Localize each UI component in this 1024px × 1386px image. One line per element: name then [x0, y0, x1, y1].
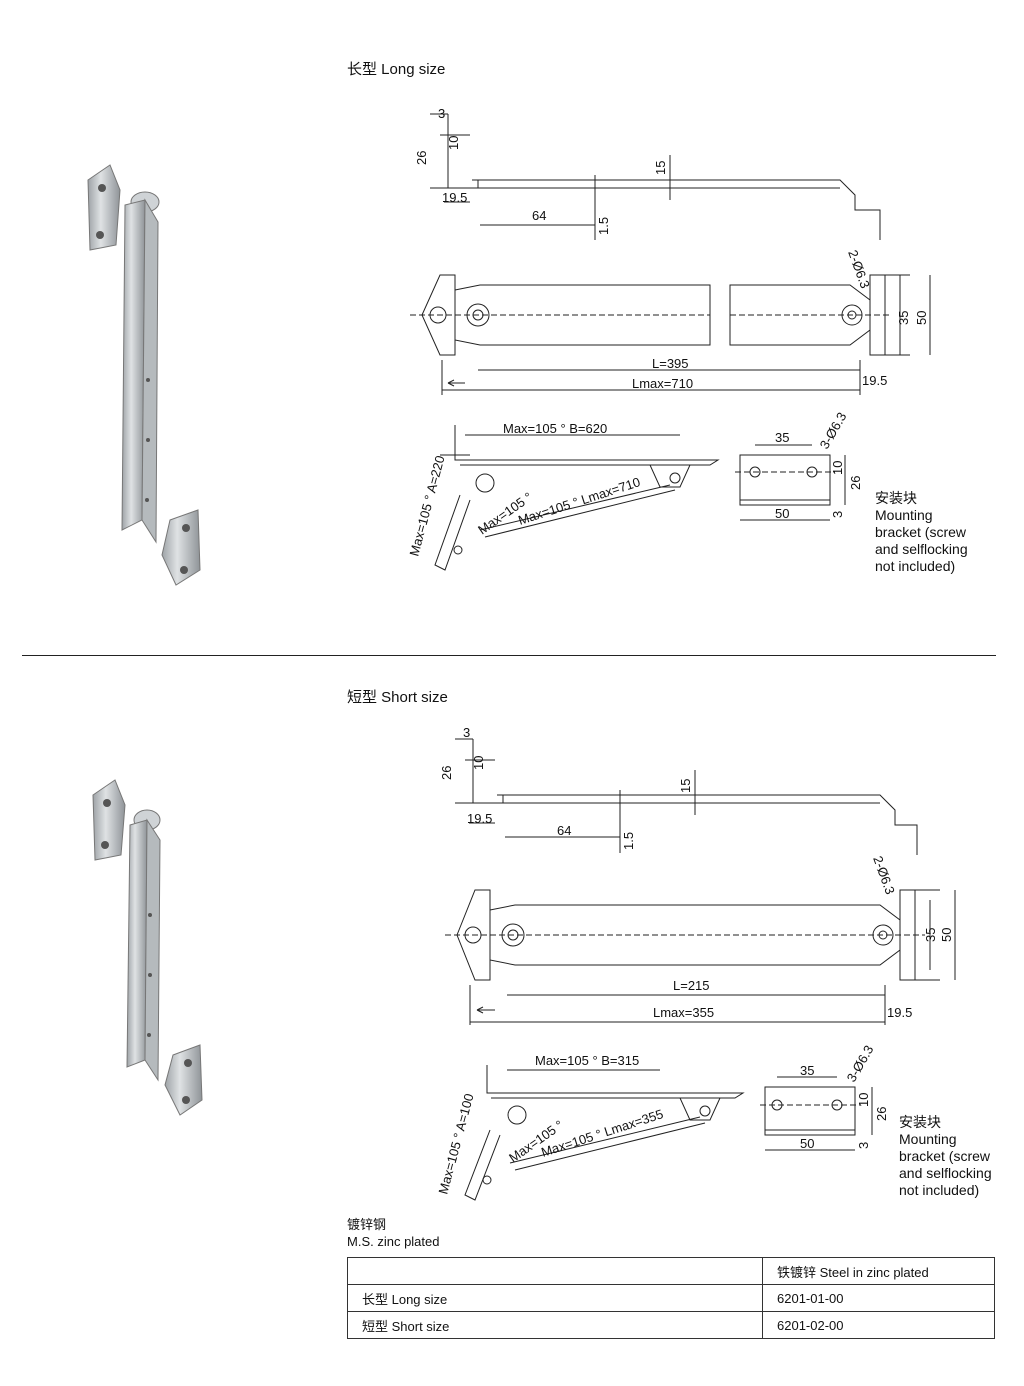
long-dim-35: 35 [896, 311, 911, 325]
short-bracket-label-en-2: bracket (screw [899, 1148, 991, 1164]
short-opening-diagram: Max=105 ° B=315 Max=105 ° A=100 Max=105 … [435, 1053, 745, 1201]
long-bracket-label-en-2: bracket (screw [875, 524, 967, 540]
short-dim-L: L=215 [673, 978, 710, 993]
short-dim-3: 3 [463, 725, 470, 740]
long-bracket-3: 3 [830, 511, 845, 518]
short-dim-64: 64 [557, 823, 571, 838]
long-dim-end-19-5: 19.5 [862, 373, 887, 388]
long-bracket-label-en-3: and selflocking [875, 541, 968, 557]
short-top-view-drawing: 2-Ø6.3 35 50 L=215 Lmax=355 19.5 [445, 854, 956, 1025]
long-dim-15: 15 [653, 161, 668, 175]
table-header-cell [347, 1257, 763, 1285]
long-dim-10: 10 [446, 136, 461, 150]
table-header-row: 铁镀锌 Steel in zinc plated [347, 1257, 995, 1285]
section-divider [22, 655, 996, 656]
table-row: 短型 Short size 6201-02-00 [347, 1311, 995, 1339]
short-bracket-note: 安装块 Mounting bracket (screw and selflock… [899, 1114, 992, 1199]
short-dim-35: 35 [923, 928, 938, 942]
long-dim-L: L=395 [652, 356, 689, 371]
long-side-view-drawing: 3 10 26 19.5 64 15 1.5 [414, 106, 881, 240]
table-cell-part-number: 6201-01-00 [762, 1284, 995, 1312]
long-dim-max-lmax: Max=105 ° Lmax=710 [516, 474, 642, 528]
long-bracket-50: 50 [775, 506, 789, 521]
long-dim-Lmax: Lmax=710 [632, 376, 693, 391]
short-mounting-bracket-drawing: 35 3-Ø6.3 10 26 50 3 [760, 1043, 889, 1151]
material-cn: 镀锌钢 [347, 1217, 387, 1232]
long-bracket-label-en-4: not included) [875, 558, 956, 574]
long-dim-max-b: Max=105 ° B=620 [503, 421, 607, 436]
short-bracket-label-en-1: Mounting [899, 1131, 957, 1147]
short-dim-26: 26 [439, 766, 454, 780]
short-dim-1-5: 1.5 [621, 832, 636, 850]
long-size-title: 长型 Long size [347, 61, 446, 78]
long-dim-3: 3 [438, 106, 445, 121]
long-dim-50: 50 [914, 311, 929, 325]
long-bracket-label-cn: 安装块 [875, 490, 917, 506]
short-dim-19-5: 19.5 [467, 811, 492, 826]
short-bracket-label-cn: 安装块 [899, 1114, 941, 1130]
long-dim-26: 26 [414, 151, 429, 165]
short-dim-hole-2: 2-Ø6.3 [870, 854, 898, 896]
long-bracket-note: 安装块 Mounting bracket (screw and selflock… [875, 490, 968, 575]
long-dim-max-a: Max=105 ° A=220 [406, 454, 447, 558]
short-dim-Lmax: Lmax=355 [653, 1005, 714, 1020]
long-dim-1-5: 1.5 [596, 217, 611, 235]
short-dim-max-b: Max=105 ° B=315 [535, 1053, 639, 1068]
long-bracket-10: 10 [830, 461, 845, 475]
material-note: 镀锌钢 M.S. zinc plated [347, 1216, 440, 1250]
short-size-title: 短型 Short size [347, 689, 448, 706]
long-bracket-hole-3: 3-Ø6.3 [817, 410, 850, 452]
table-header-cell: 铁镀锌 Steel in zinc plated [762, 1257, 995, 1285]
long-top-view-drawing: 2-Ø6.3 35 50 L=395 Lmax=710 19.5 [410, 248, 931, 395]
short-bracket-35: 35 [800, 1063, 814, 1078]
material-en: M.S. zinc plated [347, 1234, 440, 1249]
short-dim-10: 10 [471, 756, 486, 770]
short-dim-50: 50 [939, 928, 954, 942]
table-cell-size: 短型 Short size [347, 1311, 763, 1339]
short-bracket-10: 10 [856, 1093, 871, 1107]
table-cell-part-number: 6201-02-00 [762, 1311, 995, 1339]
short-side-view-drawing: 3 10 26 19.5 64 15 1.5 [439, 725, 918, 855]
short-bracket-label-en-4: not included) [899, 1182, 980, 1198]
table-row: 长型 Long size 6201-01-00 [347, 1284, 995, 1312]
long-dim-19-5: 19.5 [442, 190, 467, 205]
long-bracket-35: 35 [775, 430, 789, 445]
short-bracket-hole-3: 3-Ø6.3 [844, 1043, 877, 1085]
long-stay-product-image [87, 164, 201, 586]
long-mounting-bracket-drawing: 35 3-Ø6.3 10 26 50 3 [735, 410, 863, 521]
short-bracket-26: 26 [874, 1107, 889, 1121]
short-bracket-50: 50 [800, 1136, 814, 1151]
long-dim-64: 64 [532, 208, 546, 223]
long-bracket-26: 26 [848, 476, 863, 490]
part-number-table: 铁镀锌 Steel in zinc plated 长型 Long size 62… [347, 1257, 995, 1339]
long-bracket-label-en-1: Mounting [875, 507, 933, 523]
short-dim-15: 15 [678, 779, 693, 793]
short-bracket-label-en-3: and selflocking [899, 1165, 992, 1181]
short-bracket-3: 3 [856, 1142, 871, 1149]
short-stay-product-image [92, 779, 203, 1116]
short-dim-end-19-5: 19.5 [887, 1005, 912, 1020]
long-dim-hole-2: 2-Ø6.3 [845, 248, 873, 290]
table-cell-size: 长型 Long size [347, 1284, 763, 1312]
long-opening-diagram: Max=105 ° B=620 Max=105 ° A=220 Max=105 … [406, 421, 720, 571]
